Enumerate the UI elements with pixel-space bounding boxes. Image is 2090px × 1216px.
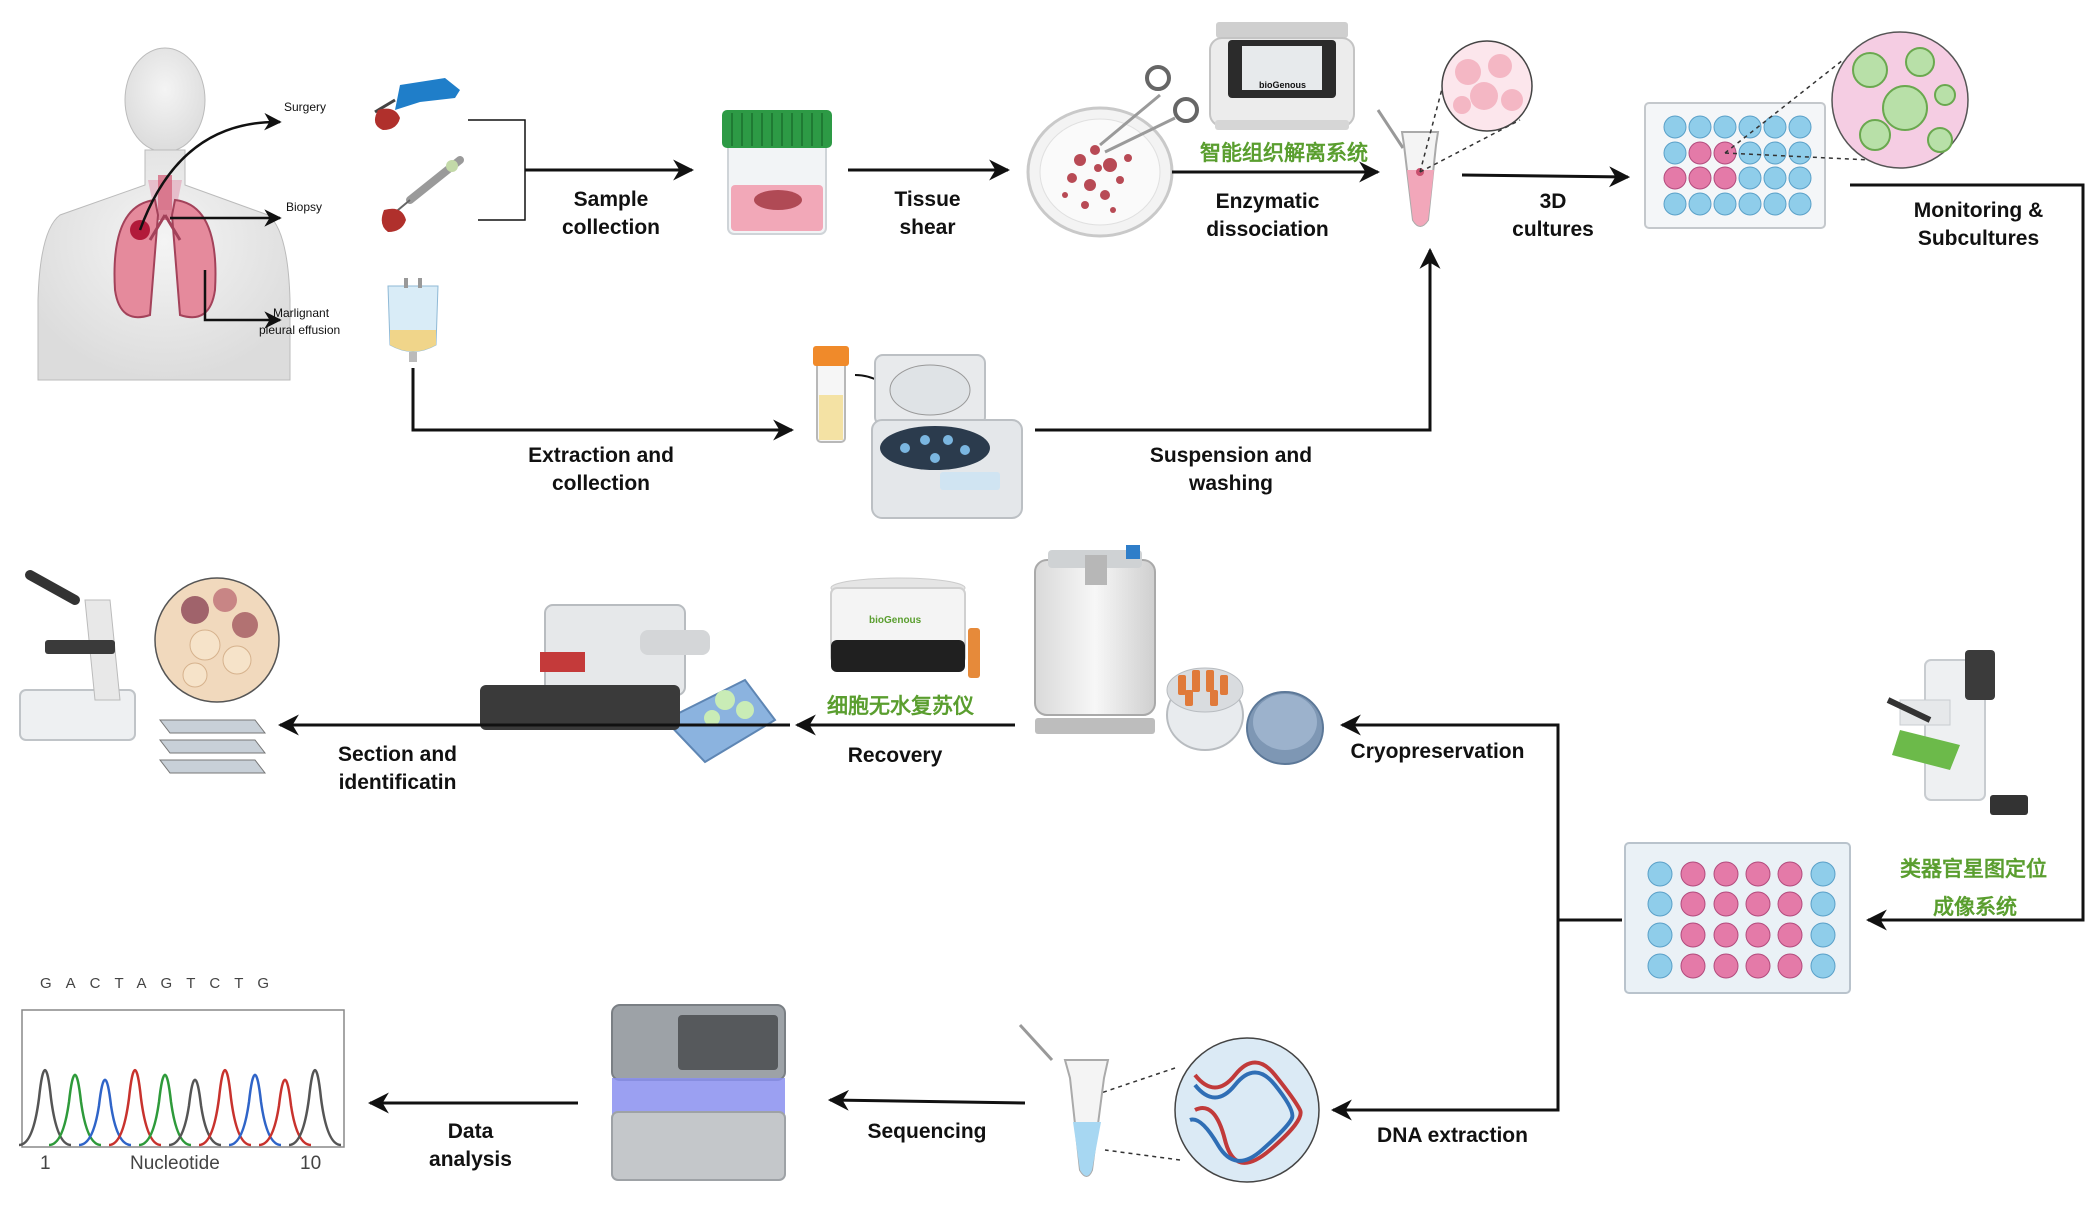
label-line: Monitoring & [1913, 199, 2044, 222]
inverted-microscope-icon [1886, 650, 2028, 815]
label-line: Extraction and [528, 444, 674, 467]
slide-plate-icon [663, 678, 777, 764]
step-label-data-analysis: Data analysis [418, 1118, 523, 1174]
chromatogram-peak-G [288, 1069, 342, 1147]
step-label-enzymatic-dissociation: Enzymatic dissociation [1190, 188, 1345, 244]
chromatogram-peak-T [108, 1069, 162, 1147]
chromatogram-peak-G [18, 1069, 72, 1147]
label-line: cultures [1512, 218, 1594, 241]
tissue-section-magnified-icon [154, 577, 280, 703]
petri-dish-icon [1026, 106, 1174, 238]
step-label-section-identification: Section and identificatin [320, 741, 475, 797]
label-line: washing [1188, 472, 1273, 495]
label-line: Sample [573, 188, 649, 211]
step-label-tissue-shear: Tissue shear [870, 186, 985, 242]
step-label-recovery: Recovery [847, 744, 943, 767]
effusion-bag-icon [387, 278, 439, 362]
step-label-dna-extraction: DNA extraction [1377, 1124, 1528, 1147]
scissors-icon [1099, 65, 1199, 154]
device-label-tissue-dissociation-system: 智能组织解离系统 [1200, 141, 1368, 165]
organoid-cluster-icon [1831, 31, 1969, 169]
glass-slides-icon [158, 719, 267, 774]
label-line: identificatin [338, 771, 457, 794]
chromatogram-peak-A [48, 1073, 102, 1147]
chromatogram-sequence: GACTAGTCTG [40, 975, 284, 992]
chromatogram-x-start: 1 [40, 1153, 51, 1174]
falcon-tube-icon [813, 346, 849, 443]
brand-logo-thawer: bioGenous [869, 615, 922, 626]
chromatogram-peak-A [138, 1073, 192, 1147]
microcentrifuge-tube-icon [1376, 109, 1440, 227]
chromatogram-peak-T [258, 1078, 312, 1147]
cryo-box-icon [1166, 667, 1324, 765]
sequencer-icon [611, 1004, 786, 1181]
label-line: shear [899, 216, 956, 239]
brand-logo-dissociator: bioGenous [1259, 80, 1306, 90]
device-label-cell-thawer: 细胞无水复苏仪 [827, 694, 974, 718]
chromatogram-peak-T [198, 1069, 252, 1147]
label-line: 3D [1539, 190, 1567, 213]
label-line: Enzymatic [1215, 190, 1320, 213]
tissue-sample-icon [381, 208, 406, 232]
sample-jar-icon [722, 110, 832, 235]
well-plate-icon [1624, 842, 1851, 994]
label-line: Data [447, 1120, 494, 1143]
label-line: analysis [429, 1148, 512, 1171]
liquid-nitrogen-tank-icon [1034, 545, 1156, 734]
source-label-effusion-line1: Marlignant [273, 306, 330, 320]
step-label-3d-cultures: 3D cultures [1494, 188, 1612, 244]
chromatogram [18, 1009, 345, 1148]
human-body-icon [37, 47, 291, 381]
chromatogram-x-end: 10 [300, 1153, 322, 1174]
microtome-icon [480, 604, 710, 730]
device-label-organoid-imaging-line2: 成像系统 [1933, 895, 2017, 919]
label-line: Section and [337, 743, 458, 766]
label-line: Tissue [894, 188, 961, 211]
source-label-biopsy: Biopsy [286, 200, 323, 214]
centrifuge-icon [871, 354, 1023, 519]
biopsy-needle-icon [391, 156, 464, 216]
chromatogram-peak-C [228, 1073, 282, 1147]
label-line: Subcultures [1917, 227, 2040, 250]
step-label-suspension-washing: Suspension and washing [1140, 442, 1322, 498]
source-label-effusion-line2: pleural effusion [259, 323, 341, 337]
label-line: dissociation [1206, 218, 1329, 241]
step-label-monitoring-subcultures: Monitoring & Subcultures [1896, 197, 2061, 253]
chromatogram-x-label: Nucleotide [130, 1153, 220, 1174]
tissue-sample-icon [374, 108, 400, 130]
well-plate-icon [1644, 102, 1826, 229]
microcentrifuge-tube-icon [1018, 1023, 1110, 1177]
gloved-hand-icon [374, 78, 460, 114]
dna-magnified-icon [1174, 1037, 1320, 1183]
microscope-icon [19, 570, 136, 741]
label-line: collection [551, 472, 651, 495]
step-label-sample-collection: Sample collection [548, 186, 674, 242]
step-label-cryopreservation: Cryopreservation [1350, 740, 1525, 763]
cell-thawer-icon [830, 577, 980, 678]
step-label-extraction-collection: Extraction and collection [515, 442, 687, 498]
tissue-dissociator-icon [1209, 22, 1355, 130]
chromatogram-peak-G [168, 1078, 222, 1147]
chromatogram-peaks [18, 1069, 342, 1147]
label-line: Suspension and [1149, 444, 1313, 467]
device-label-organoid-imaging-line1: 类器官星图定位 [1900, 857, 2047, 881]
source-label-surgery: Surgery [284, 100, 327, 114]
chromatogram-peak-C [78, 1078, 132, 1147]
organoid-magnified-icon [1441, 40, 1533, 132]
label-line: collection [561, 216, 661, 239]
step-label-sequencing: Sequencing [867, 1120, 987, 1143]
